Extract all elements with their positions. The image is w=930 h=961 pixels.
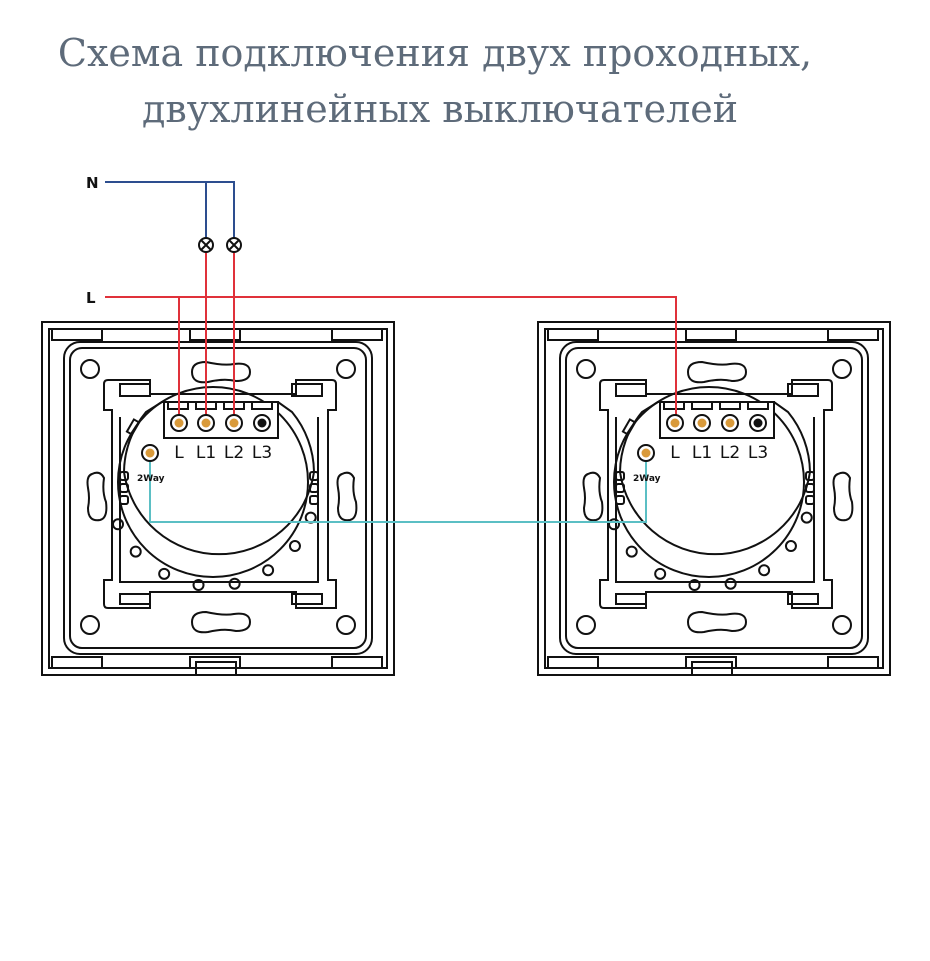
two-way-label: 2Way [137, 474, 165, 484]
switch-1-terminal-L [170, 414, 188, 432]
traveler-wire [149, 455, 647, 523]
diagram-title-line-1: Схема подключения двух проходных, [57, 31, 813, 75]
switch-1-terminal-L1 [197, 414, 215, 432]
lamp-1-icon [198, 237, 214, 253]
diagram-title-line-2: двухлинейных выключателей [141, 87, 739, 131]
switch-2-terminal-L3 [749, 414, 767, 432]
two-way-label: 2Way [633, 474, 661, 484]
live-wires [105, 252, 677, 423]
neutral-wire [105, 181, 235, 238]
switch-1-terminal-2way [141, 444, 159, 462]
terminal-label: L3 [252, 443, 272, 463]
terminal-label: L2 [720, 443, 740, 463]
terminal-label: L1 [692, 443, 712, 463]
terminal-label: L [670, 443, 680, 463]
switch-2 [537, 321, 891, 676]
switch-2-terminal-L [666, 414, 684, 432]
switch-1-terminal-L3 [253, 414, 271, 432]
switch-2-terminal-L2 [721, 414, 739, 432]
lamp-2-icon [226, 237, 242, 253]
terminal-label: L3 [748, 443, 768, 463]
switch-1-terminal-L2 [225, 414, 243, 432]
terminal-label: L2 [224, 443, 244, 463]
switch-2-terminal-2way [637, 444, 655, 462]
switch-2-terminal-L1 [693, 414, 711, 432]
terminal-label: L1 [196, 443, 216, 463]
switch-1 [41, 321, 395, 676]
live-label: L [86, 289, 96, 307]
terminal-label: L [174, 443, 184, 463]
neutral-label: N [86, 174, 99, 192]
